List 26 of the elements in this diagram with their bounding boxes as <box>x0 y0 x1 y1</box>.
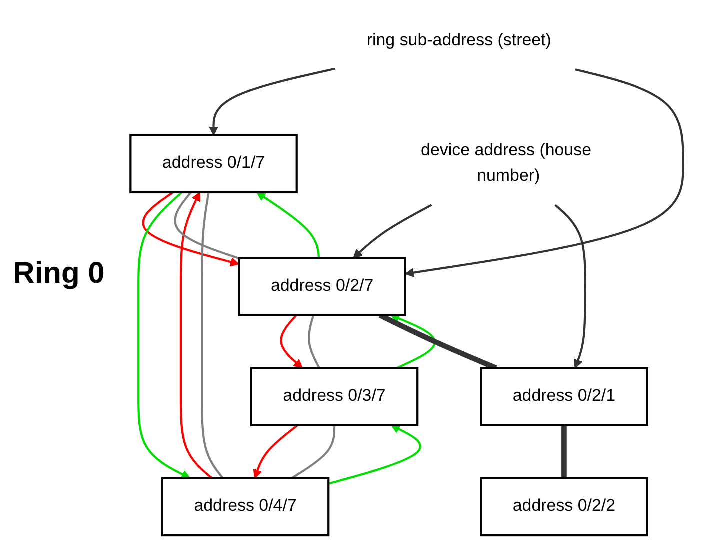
node-text: device address (house number) <box>421 142 592 186</box>
node-box: address 0/2/2 <box>480 477 648 537</box>
arrow <box>390 314 436 370</box>
node-box: address 0/2/1 <box>480 367 648 426</box>
arrow <box>253 424 298 479</box>
arrow <box>404 68 684 278</box>
node-box: address 0/4/7 <box>161 477 330 537</box>
arrow <box>209 68 336 136</box>
node-box: address 0/1/7 <box>130 134 298 194</box>
arrow <box>138 192 190 479</box>
arrow <box>280 314 303 369</box>
connector <box>562 425 567 478</box>
connector <box>174 192 240 260</box>
ring-name: Ring 0 <box>13 257 105 291</box>
connector <box>291 425 336 480</box>
arrow <box>353 204 432 259</box>
arrow <box>142 192 240 267</box>
arrow <box>328 425 422 485</box>
arrow <box>554 204 586 369</box>
connector <box>308 314 320 369</box>
node-text: ring sub-address (street) <box>366 32 552 50</box>
node-box: address 0/2/7 <box>238 257 406 316</box>
arrow <box>180 192 213 480</box>
connector <box>201 192 224 480</box>
arrow <box>256 192 320 258</box>
node-box: address 0/3/7 <box>250 367 419 426</box>
